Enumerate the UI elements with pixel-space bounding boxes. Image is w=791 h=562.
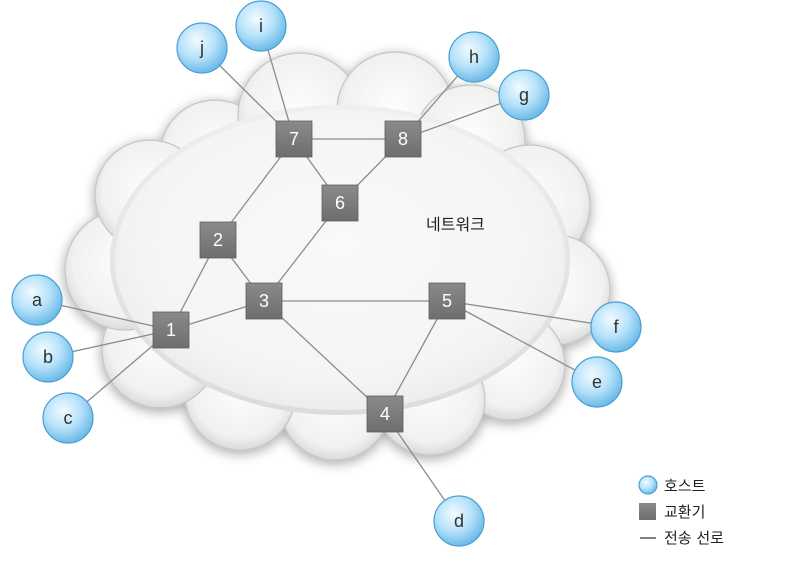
host-circle [176, 22, 228, 74]
switch-box [384, 120, 422, 158]
host-circle [22, 331, 74, 383]
host-label: e [592, 372, 602, 392]
host-f: f [590, 301, 642, 353]
host-g: g [498, 69, 550, 121]
host-d: d [433, 495, 485, 547]
host-circle [433, 495, 485, 547]
host-circle [571, 356, 623, 408]
switch-box [428, 282, 466, 320]
host-label: c [64, 408, 73, 428]
host-circle [235, 0, 287, 52]
switch-label: 5 [442, 291, 452, 311]
host-h: h [448, 31, 500, 83]
switch-label: 7 [289, 129, 299, 149]
host-circle [11, 274, 63, 326]
link-3-4 [263, 300, 386, 415]
legend-host-label: 호스트 [664, 477, 706, 495]
switch-label: 8 [398, 129, 408, 149]
switches: 1 2 3 4 5 6 7 8 [152, 120, 466, 433]
host-b: b [22, 331, 74, 383]
switch-label: 4 [380, 404, 390, 424]
host-label: b [43, 347, 53, 367]
switch-8: 8 [384, 120, 422, 158]
switch-label: 6 [335, 193, 345, 213]
switch-label: 1 [166, 320, 176, 340]
host-label: i [259, 16, 263, 36]
switch-3: 3 [245, 282, 283, 320]
switch-box [321, 184, 359, 222]
switch-box [366, 395, 404, 433]
host-circle [498, 69, 550, 121]
host-circle [448, 31, 500, 83]
host-circle [590, 301, 642, 353]
legend: 호스트 교환기 전송 선로 [638, 475, 724, 547]
host-i: i [235, 0, 287, 52]
host-label: d [454, 511, 464, 531]
hosts: a b c d e f g h i j [11, 0, 642, 547]
legend-switch-icon [639, 503, 656, 520]
link-4-5 [384, 300, 448, 415]
host-label: g [519, 85, 529, 105]
link-5-e [446, 300, 598, 383]
switch-6: 6 [321, 184, 359, 222]
network-cloud [64, 51, 611, 461]
switch-label: 2 [213, 230, 223, 250]
host-label: a [32, 290, 43, 310]
switch-box [199, 221, 237, 259]
switch-box [275, 120, 313, 158]
switch-label: 3 [259, 291, 269, 311]
switch-box [152, 311, 190, 349]
host-circle [42, 392, 94, 444]
legend-host-icon [638, 475, 658, 495]
host-label: j [199, 38, 204, 58]
switch-4: 4 [366, 395, 404, 433]
host-label: f [613, 317, 619, 337]
switch-7: 7 [275, 120, 313, 158]
network-label: 네트워크 [426, 215, 485, 234]
host-j: j [176, 22, 228, 74]
legend-line-label: 전송 선로 [664, 529, 724, 547]
legend-switch-label: 교환기 [664, 503, 705, 521]
switch-5: 5 [428, 282, 466, 320]
host-e: e [571, 356, 623, 408]
switch-1: 1 [152, 311, 190, 349]
switch-box [245, 282, 283, 320]
host-a: a [11, 274, 63, 326]
host-label: h [469, 47, 479, 67]
switch-2: 2 [199, 221, 237, 259]
link-5-f [446, 300, 617, 328]
host-c: c [42, 392, 94, 444]
